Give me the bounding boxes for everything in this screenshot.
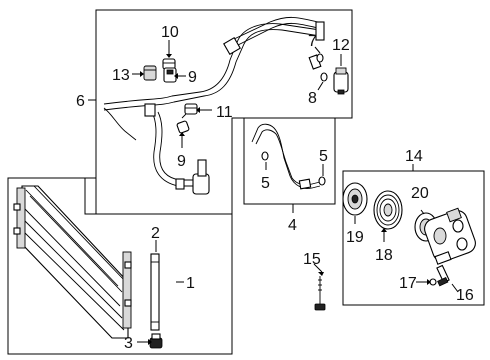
callout-9-bottom: 9 — [177, 153, 186, 170]
clutch-hub-19 — [342, 182, 368, 216]
arrow-17 — [427, 279, 431, 285]
service-cap-11 — [184, 103, 198, 115]
callout-18: 18 — [375, 247, 393, 264]
o-ring-7 — [316, 53, 324, 63]
o-ring-5-right — [318, 176, 326, 186]
pulley-18 — [373, 190, 403, 230]
arrow-3 — [148, 339, 152, 345]
o-ring-8 — [320, 72, 328, 82]
service-valve-9-bottom — [176, 113, 190, 134]
callout-20: 20 — [411, 185, 429, 202]
callout-13: 13 — [112, 67, 130, 84]
callout-9-top: 9 — [188, 69, 197, 86]
compressor-body — [424, 207, 476, 265]
arrow-15 — [318, 272, 324, 276]
leader-8 — [317, 81, 324, 91]
service-cap-13 — [143, 65, 157, 81]
arrow-13 — [140, 71, 144, 77]
liquid-line — [251, 123, 321, 190]
callout-4: 4 — [288, 217, 297, 234]
callout-2: 2 — [151, 225, 160, 242]
condenser-frame-box — [7, 118, 233, 355]
o-ring-5-left — [261, 151, 269, 161]
arrow-11 — [196, 107, 200, 113]
arrow-9a — [174, 73, 178, 79]
pressure-switch-12 — [333, 67, 349, 95]
leader-20 — [420, 209, 425, 215]
callout-7: 7 — [308, 33, 317, 50]
suction-hose — [103, 16, 325, 195]
bolt-16 — [436, 264, 450, 287]
callout-5-left: 5 — [261, 175, 270, 192]
leader-15 — [313, 263, 323, 273]
callout-15: 15 — [303, 251, 321, 268]
callout-10: 10 — [161, 24, 179, 41]
callout-3: 3 — [124, 335, 133, 352]
leader-16 — [451, 283, 459, 293]
callout-17: 17 — [399, 275, 417, 292]
callout-6: 6 — [76, 93, 85, 110]
callout-19: 19 — [346, 229, 364, 246]
arrow-9b — [179, 132, 185, 136]
drier-tube — [150, 253, 160, 331]
callout-14: 14 — [405, 148, 423, 165]
arrow-18 — [381, 228, 387, 232]
arrow-10 — [166, 54, 172, 58]
bolt-15 — [314, 276, 326, 311]
callout-12: 12 — [332, 37, 350, 54]
leader-7 — [314, 46, 321, 54]
condenser-core — [13, 185, 132, 339]
hose-group-box — [243, 117, 336, 205]
callout-1: 1 — [186, 275, 195, 292]
callout-5-right: 5 — [319, 148, 328, 165]
callout-11: 11 — [216, 104, 233, 121]
drier-plug — [149, 333, 163, 349]
callout-8: 8 — [308, 90, 317, 107]
service-valve-9-top — [163, 67, 177, 83]
callout-16: 16 — [456, 287, 474, 304]
